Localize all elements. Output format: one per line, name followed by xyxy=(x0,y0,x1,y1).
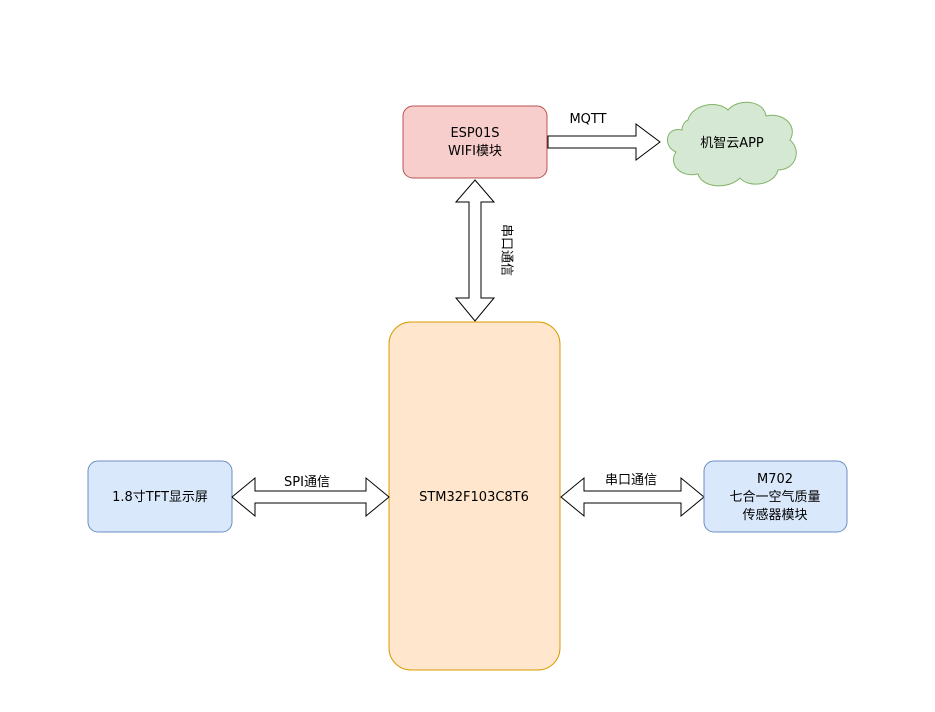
spi-label: SPI通信 xyxy=(284,475,330,490)
tft-display-label: 1.8寸TFT显示屏 xyxy=(112,490,208,505)
mqtt-label: MQTT xyxy=(569,112,606,127)
esp01s-box xyxy=(402,105,548,179)
spi-arrow-shape xyxy=(231,476,390,518)
sensor-box xyxy=(703,460,848,533)
uart-sensor-label: 串口通信 xyxy=(605,473,657,488)
esp01s-subtitle: WIFI模块 xyxy=(448,144,502,159)
mcu-box xyxy=(388,321,561,671)
tft-display-node[interactable]: 1.8寸TFT显示屏 xyxy=(87,460,233,533)
cloud-shape xyxy=(667,101,797,187)
uart-esp-arrow: 串口通信 xyxy=(454,179,514,322)
cloud-app-node[interactable]: 机智云APP xyxy=(667,101,797,187)
sensor-subtitle: 七合一空气质量 xyxy=(729,489,820,505)
uart-esp-arrow-shape xyxy=(454,179,496,322)
sensor-title: M702 xyxy=(757,472,793,487)
uart-sensor-arrow: 串口通信 xyxy=(560,473,705,518)
spi-arrow: SPI通信 xyxy=(231,475,390,518)
uart-esp-label: 串口通信 xyxy=(499,224,514,276)
mqtt-arrow-shape xyxy=(547,123,661,161)
sensor-node[interactable]: M702 七合一空气质量 传感器模块 xyxy=(703,460,848,533)
esp01s-title: ESP01S xyxy=(450,126,499,141)
esp01s-node[interactable]: ESP01S WIFI模块 xyxy=(402,105,548,179)
sensor-subtitle-2: 传感器模块 xyxy=(742,507,807,523)
mqtt-arrow: MQTT xyxy=(547,112,661,161)
mcu-node[interactable]: STM32F103C8T6 xyxy=(388,321,561,671)
cloud-app-label: 机智云APP xyxy=(700,136,764,151)
mcu-label: STM32F103C8T6 xyxy=(419,490,529,505)
